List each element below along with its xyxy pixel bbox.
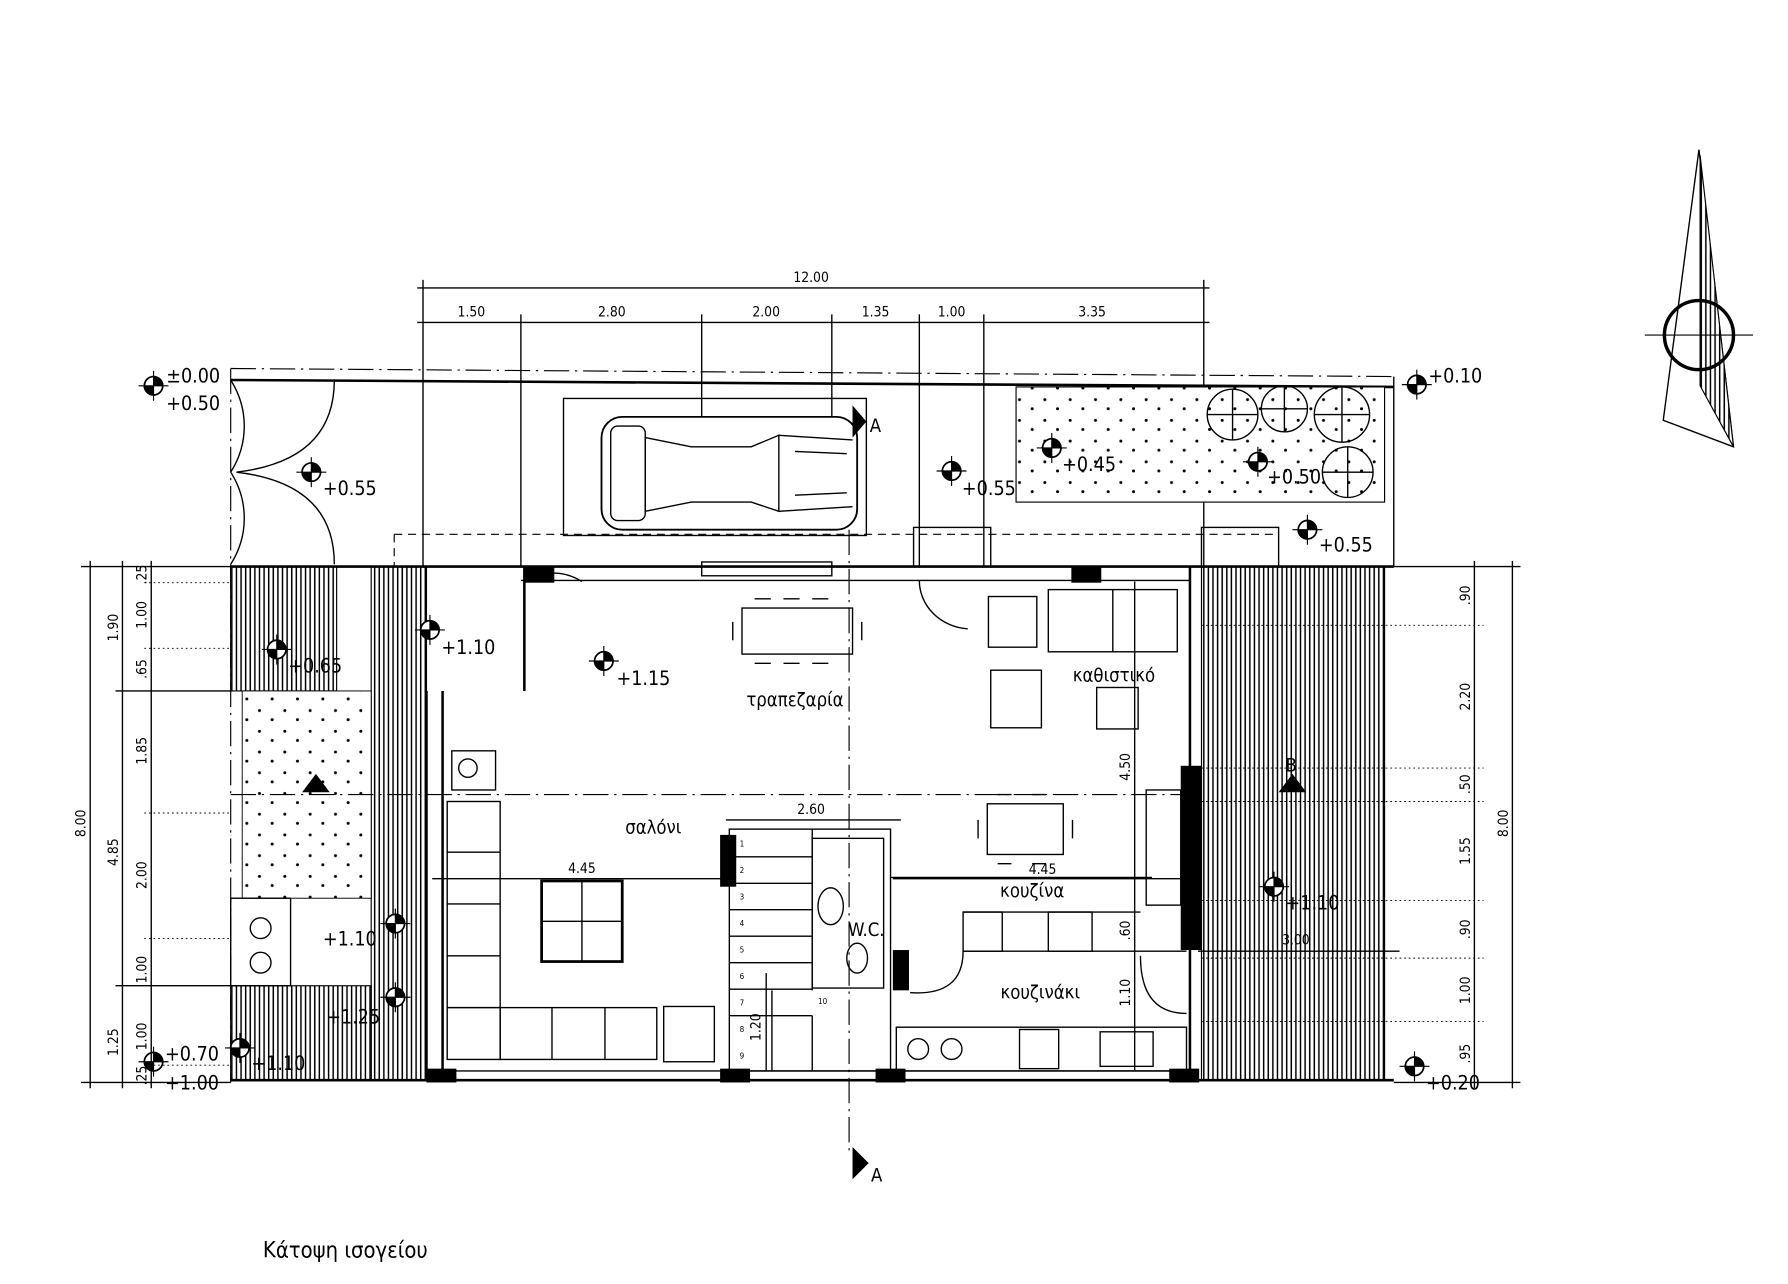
- dim-top: 2.80: [598, 305, 626, 321]
- left-dimensions: 8.00 1.90 4.85 1.25 .25 1.00 .65 1.85 2.…: [74, 560, 231, 1089]
- room-label-sitting: καθιστικό: [1073, 666, 1155, 687]
- room-label-wc: W.C.: [848, 920, 884, 941]
- stair-step-number: 10: [818, 997, 828, 1006]
- laundry-icon: [230, 897, 292, 987]
- garden-top: [912, 385, 1386, 568]
- level-label: ±0.00: [166, 364, 220, 387]
- plant-icon: [1206, 385, 1374, 499]
- level-label: +0.55: [323, 477, 377, 500]
- level-label: +1.10: [251, 1052, 305, 1075]
- level-label: +1.10: [1286, 892, 1340, 915]
- salon-sofa-icon: [446, 750, 716, 1063]
- dim-top: 2.00: [752, 305, 780, 321]
- car-icon: [600, 415, 859, 531]
- dim-vertical: 4.50: [1118, 753, 1134, 781]
- room-label-kitchenette: κουζινάκι: [1000, 982, 1080, 1003]
- stair-step-number: 1: [740, 839, 745, 848]
- dim-right: 1.00: [1458, 976, 1474, 1004]
- dim-top: 1.50: [458, 305, 486, 321]
- parking-space: A: [562, 397, 882, 537]
- stair-step-number: 7: [740, 998, 745, 1007]
- dim-left-inner: .25: [135, 1066, 151, 1086]
- level-label: +1.10: [323, 927, 377, 950]
- dim-top: 1.00: [938, 305, 966, 321]
- level-label: +0.50: [1267, 466, 1321, 489]
- level-label: +0.65: [288, 655, 342, 678]
- room-label-salon: σαλόνι: [625, 818, 682, 839]
- dim-right: .50: [1458, 774, 1474, 794]
- stair-step-number: 9: [740, 1051, 745, 1060]
- level-label: +1.10: [441, 636, 495, 659]
- room-label-dining: τραπεζαρία: [746, 690, 843, 711]
- stair-step-number: 2: [740, 866, 745, 875]
- dim-left: 1.90: [106, 614, 122, 642]
- dim-left-total: 8.00: [74, 809, 90, 837]
- dim-top: 1.35: [862, 305, 890, 321]
- dim-left-inner: 1.00: [135, 601, 151, 629]
- level-label: +0.45: [1062, 453, 1116, 476]
- stair-step-number: 4: [740, 919, 745, 928]
- dim-left-inner: .25: [135, 565, 151, 585]
- level-label: +1.15: [616, 667, 670, 690]
- stair-step-number: 5: [740, 945, 745, 954]
- north-arrow-icon: [1644, 149, 1754, 448]
- dim-left-inner: 1.85: [135, 737, 151, 765]
- dim-left-inner: 1.00: [135, 956, 151, 984]
- dim-right: 1.55: [1458, 837, 1474, 865]
- dim-left-inner: .65: [135, 659, 151, 679]
- house: 1 2 3 4 5 6 7 8 9 10: [230, 529, 1394, 1180]
- dim-vertical: 1.10: [1118, 979, 1134, 1007]
- dim-right: .90: [1458, 585, 1474, 605]
- dim-right: .90: [1458, 919, 1474, 939]
- level-label: +0.55: [962, 477, 1016, 500]
- dim-left: 1.25: [106, 1028, 122, 1056]
- dim-salon-width: 4.45: [568, 861, 596, 877]
- dim-left: 4.85: [106, 838, 122, 866]
- dim-total-width: 12.00: [793, 270, 829, 286]
- toilet-icon: [817, 887, 869, 974]
- kitchen-fixtures: [890, 789, 1188, 1072]
- inner-dimensions: 2.60 4.45 4.45 3.00 4.50 .60 1.10 1.20: [432, 581, 1400, 1071]
- section-a-bottom-label: A: [871, 1166, 883, 1187]
- dim-kitchen-width: 4.45: [1029, 862, 1057, 878]
- level-label: +0.70: [165, 1043, 219, 1066]
- level-label: +0.50: [166, 392, 220, 415]
- stair-step-number: 3: [740, 892, 745, 901]
- dim-right-total: 8.00: [1496, 809, 1512, 837]
- level-label: +0.55: [1319, 534, 1373, 557]
- section-a-top-label: A: [870, 416, 882, 437]
- staircase: [728, 828, 892, 1072]
- stair-step-number: 8: [740, 1025, 745, 1034]
- dim-right: 2.20: [1458, 683, 1474, 711]
- dim-vertical: .60: [1118, 920, 1134, 940]
- dim-vertical: 1.20: [748, 1013, 764, 1041]
- section-b-label: B: [1286, 756, 1297, 777]
- dim-top: 3.35: [1078, 305, 1106, 321]
- dim-left-inner: 2.00: [135, 861, 151, 889]
- sofa-icon: [987, 588, 1178, 730]
- dim-deck: 3.00: [1282, 932, 1310, 948]
- level-label: +0.10: [1428, 364, 1482, 387]
- dim-left-inner: 1.00: [135, 1023, 151, 1051]
- right-dimensions: 8.00 .90 2.20 .50 1.55 .90 1.00 .95: [1201, 560, 1521, 1089]
- dim-right: .95: [1458, 1044, 1474, 1064]
- dining-table-icon: [732, 598, 863, 664]
- dim-stair-width: 2.60: [797, 802, 825, 818]
- stair-step-number: 6: [740, 972, 745, 981]
- drawing-title: Κάτοψη ισογείου: [263, 1239, 428, 1264]
- room-label-kitchen: κουζίνα: [1000, 881, 1064, 902]
- level-label: +1.25: [326, 1006, 380, 1029]
